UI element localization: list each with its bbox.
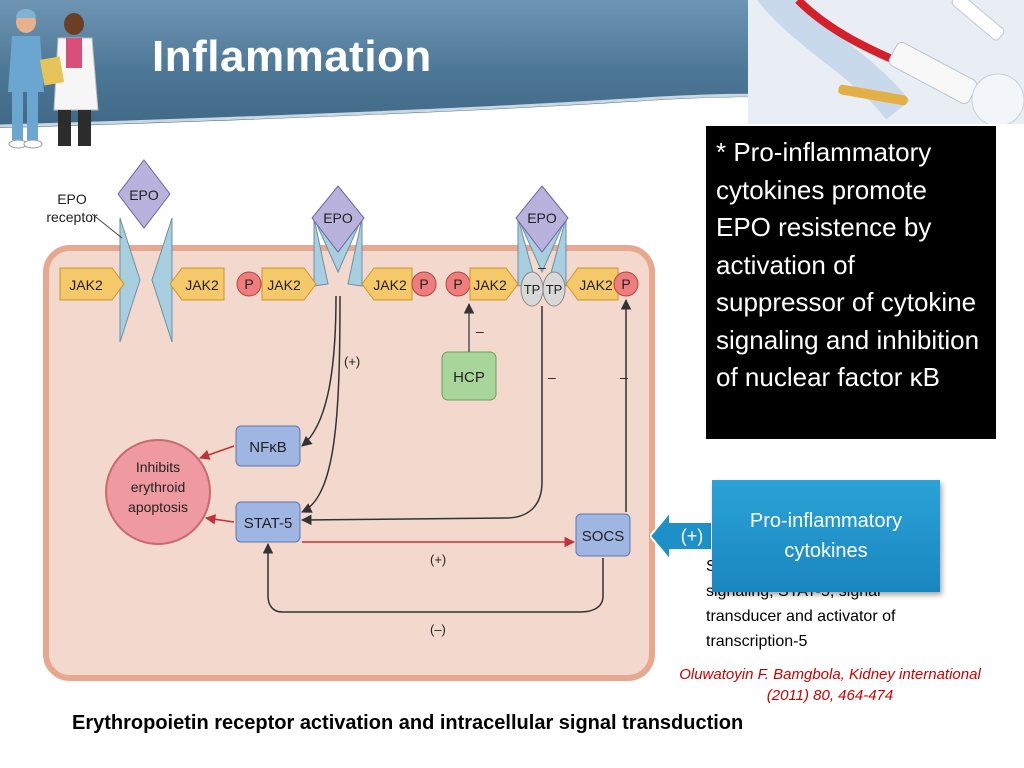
svg-text:P: P xyxy=(621,276,630,292)
jak2-left-3: JAK2 xyxy=(469,267,519,301)
arrow-receptor-to-stat5 xyxy=(301,295,341,513)
citation-line: (2011) 80, 464-474 xyxy=(766,687,894,704)
svg-text:–: – xyxy=(538,259,546,275)
note-box: * Pro-inflammatory cytokines promote EPO… xyxy=(706,126,996,439)
arrow-stat5-to-apoptosis xyxy=(204,514,235,525)
svg-text:(–): (–) xyxy=(430,622,446,637)
svg-text:JAK2: JAK2 xyxy=(185,277,219,293)
nfkb-box: NFκB xyxy=(235,425,301,467)
inhibits-apoptosis: Inhibits erythroid apoptosis xyxy=(105,439,211,545)
hcp-box: HCP xyxy=(441,351,497,401)
jak2-left-2: JAK2 xyxy=(261,267,317,301)
svg-text:HCP: HCP xyxy=(453,369,485,386)
cytokine-arrow-callout: (+) xyxy=(650,509,713,563)
arrow-socs-to-stat5 xyxy=(262,542,604,613)
svg-text:–: – xyxy=(476,323,484,339)
svg-text:–: – xyxy=(620,369,628,385)
svg-text:JAK2: JAK2 xyxy=(473,277,507,293)
epo-receptor-label: EPO xyxy=(57,191,87,207)
citation: Oluwatoyin F. Bamgbola, Kidney internati… xyxy=(650,664,1010,706)
svg-text:EPO: EPO xyxy=(323,210,353,226)
tp-2: TP xyxy=(542,271,566,307)
epo-ligand-2 xyxy=(311,185,365,253)
svg-text:P: P xyxy=(419,276,428,292)
epo-receptor-1 xyxy=(119,217,173,343)
epo-ligand-3 xyxy=(515,185,569,253)
svg-text:EPO: EPO xyxy=(129,187,159,203)
arrow-receptor-to-nfkb xyxy=(301,295,337,447)
svg-text:NFκB: NFκB xyxy=(249,439,287,456)
phospho-3: P xyxy=(445,271,471,297)
svg-text:JAK2: JAK2 xyxy=(579,277,613,293)
svg-text:Inhibits: Inhibits xyxy=(136,459,180,475)
phospho-2: P xyxy=(411,271,437,297)
epo-ligand-1 xyxy=(117,159,171,229)
svg-text:JAK2: JAK2 xyxy=(267,277,301,293)
phospho-4: P xyxy=(613,271,639,297)
tp-1: TP xyxy=(520,271,544,307)
jak2-left-1: JAK2 xyxy=(59,267,125,301)
slide-title: Inflammation xyxy=(152,32,432,81)
jak2-right-1: JAK2 xyxy=(169,267,225,301)
svg-text:JAK2: JAK2 xyxy=(373,277,407,293)
svg-text:TP: TP xyxy=(546,282,563,297)
svg-text:(+): (+) xyxy=(430,552,446,567)
jak2-right-3: JAK2 xyxy=(565,267,619,301)
doctors-clipart xyxy=(8,9,99,149)
abbrev-line: transcription-5 xyxy=(706,633,808,650)
svg-text:TP: TP xyxy=(524,282,541,297)
svg-text:–: – xyxy=(548,369,556,385)
arrow-nfkb-to-apoptosis xyxy=(199,445,235,460)
phospho-1: P xyxy=(236,271,262,297)
svg-text:STAT-5: STAT-5 xyxy=(244,515,293,532)
figure-caption: Erythropoietin receptor activation and i… xyxy=(72,712,744,734)
svg-text:erythroid: erythroid xyxy=(131,479,185,495)
arrow-jak2-to-stat5 xyxy=(300,306,543,526)
signal-pathway-diagram: EPO EPO receptor EPO EPO JAK2 JAK2 xyxy=(36,156,663,686)
socs-box: SOCS xyxy=(575,513,631,557)
svg-text:JAK2: JAK2 xyxy=(69,277,103,293)
stat5-box: STAT-5 xyxy=(235,501,301,543)
citation-line: Oluwatoyin F. Bamgbola, Kidney internati… xyxy=(679,666,981,683)
abbrev-line: transducer and activator of xyxy=(706,608,896,625)
svg-text:(+): (+) xyxy=(681,526,704,546)
svg-text:EPO: EPO xyxy=(527,210,557,226)
pro-inflammatory-cytokines-box: Pro-inflammatory cytokines xyxy=(712,480,940,592)
medical-supplies-photo xyxy=(748,0,1024,124)
svg-text:receptor: receptor xyxy=(46,209,98,225)
svg-text:P: P xyxy=(453,276,462,292)
svg-text:P: P xyxy=(244,276,253,292)
svg-text:(+): (+) xyxy=(344,354,360,369)
svg-text:apoptosis: apoptosis xyxy=(128,499,188,515)
svg-text:SOCS: SOCS xyxy=(582,528,625,545)
